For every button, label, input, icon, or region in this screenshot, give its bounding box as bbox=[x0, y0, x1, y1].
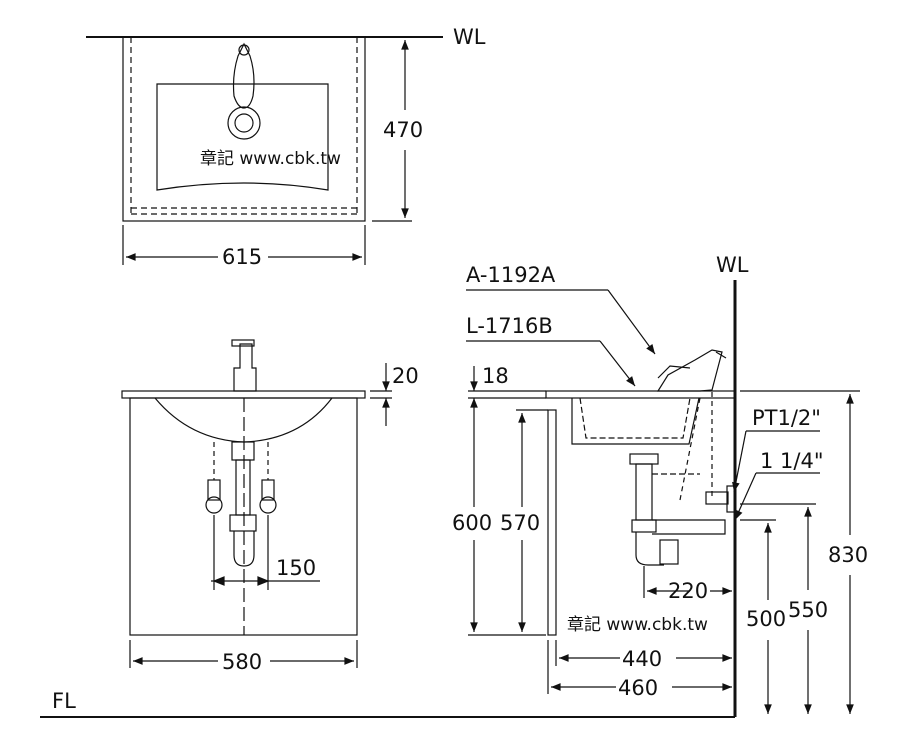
front-drain-pipe bbox=[235, 459, 251, 516]
dim-580: 580 bbox=[222, 650, 262, 674]
side-wall-flange bbox=[726, 485, 736, 513]
dim-500: 500 bbox=[746, 607, 786, 631]
dim-615: 615 bbox=[222, 245, 262, 269]
dim-830: 830 bbox=[828, 543, 868, 567]
top-view bbox=[86, 36, 443, 265]
wl-label-side: WL bbox=[716, 253, 749, 277]
front-view bbox=[121, 339, 392, 668]
faucet-model-label: A-1192A bbox=[466, 263, 556, 287]
dim-570: 570 bbox=[500, 511, 540, 535]
dim-440: 440 bbox=[622, 647, 662, 671]
front-valve-knob-left bbox=[205, 496, 223, 514]
front-countertop bbox=[121, 390, 366, 399]
front-angle-valve-right bbox=[261, 479, 275, 501]
front-angle-valve-left bbox=[207, 479, 221, 501]
leader-pt-d bbox=[732, 430, 747, 493]
side-view bbox=[466, 280, 860, 717]
watermark-side: 章記 www.cbk.tw bbox=[567, 615, 708, 635]
side-faucet-spout bbox=[657, 365, 691, 379]
side-drain-arm bbox=[652, 519, 726, 535]
leader-faucet-d bbox=[607, 289, 656, 355]
front-valve-knob-right bbox=[259, 496, 277, 514]
top-faucet-base-outer bbox=[227, 106, 261, 140]
leader-basin-d bbox=[599, 340, 636, 387]
top-basin-bowl bbox=[156, 83, 329, 191]
fl-label: FL bbox=[52, 689, 76, 713]
side-drain-pipe bbox=[635, 463, 653, 521]
pt-thread-label: PT1/2" bbox=[752, 406, 821, 430]
leader-drain-d bbox=[734, 472, 757, 521]
side-trap-bend bbox=[635, 532, 664, 566]
dim-550: 550 bbox=[788, 598, 828, 622]
side-drain-flange bbox=[629, 453, 659, 465]
side-countertop bbox=[545, 390, 736, 399]
side-trap-nut bbox=[631, 519, 657, 533]
top-faucet-base-inner bbox=[234, 113, 254, 133]
side-faucet-lever bbox=[715, 351, 727, 359]
front-faucet-handle bbox=[231, 339, 255, 347]
dim-18: 18 bbox=[482, 364, 509, 388]
watermark-top: 章記 www.cbk.tw bbox=[200, 149, 341, 169]
front-trap-nut bbox=[229, 514, 257, 532]
dim-220: 220 bbox=[668, 579, 708, 603]
side-faucet-body bbox=[656, 349, 723, 392]
side-supply-hose-2 bbox=[679, 397, 701, 501]
arrow bbox=[257, 576, 270, 586]
top-faucet-handle bbox=[232, 42, 255, 109]
top-cabinet-outline bbox=[122, 36, 366, 222]
drain-thread-label: 1 1/4" bbox=[760, 449, 824, 473]
side-cabinet-door bbox=[547, 409, 557, 636]
side-trap-outlet bbox=[659, 539, 679, 565]
front-drain-tailpiece bbox=[231, 441, 255, 461]
front-faucet-body bbox=[233, 343, 257, 392]
dim-600: 600 bbox=[452, 511, 492, 535]
arrow bbox=[212, 576, 225, 586]
side-angle-valve bbox=[705, 491, 729, 505]
dim-150: 150 bbox=[276, 556, 316, 580]
wl-label-top: WL bbox=[453, 25, 486, 49]
top-faucet-knob bbox=[238, 44, 250, 56]
front-p-trap bbox=[233, 531, 255, 567]
basin-model-label: L-1716B bbox=[466, 314, 553, 338]
dim-20: 20 bbox=[392, 364, 419, 388]
dim-470: 470 bbox=[383, 118, 423, 142]
dim-460: 460 bbox=[618, 676, 658, 700]
side-basin-inner bbox=[579, 397, 691, 439]
side-basin-outer bbox=[571, 397, 700, 445]
